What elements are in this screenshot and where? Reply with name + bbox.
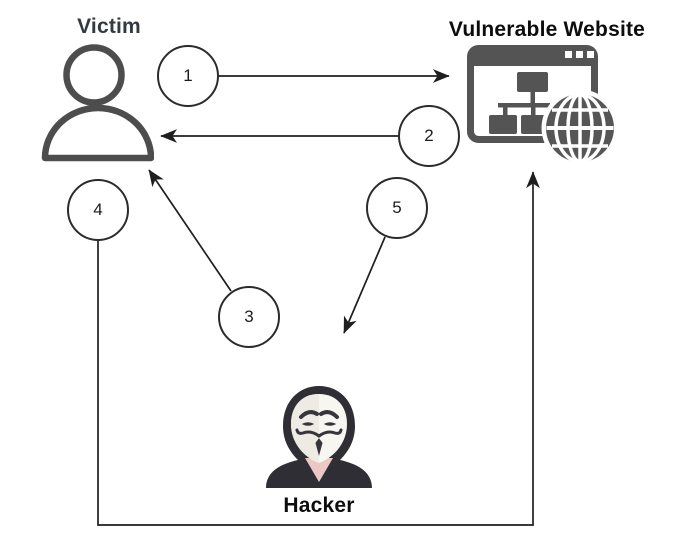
browser-window-globe-icon [467, 45, 619, 167]
hacker-label: Hacker [283, 494, 355, 517]
step-circle-4: 4 [67, 179, 129, 241]
step-circle-2: 2 [398, 105, 460, 167]
step-circle-3: 3 [218, 286, 280, 348]
hacker-mask-features [295, 410, 343, 456]
anonymous-hacker-mask-icon [266, 386, 372, 488]
arrow-step-4 [97, 171, 540, 526]
victim-label: Victim [77, 15, 141, 38]
step-circle-5: 5 [366, 177, 428, 239]
arrow-step-3 [148, 169, 232, 292]
sitemap-icon [489, 72, 550, 134]
globe-icon [541, 89, 619, 167]
person-icon [41, 44, 154, 162]
arrow-step-5 [343, 236, 386, 334]
vulnerable-website-label: Vulnerable Website [448, 18, 646, 41]
step-circle-1: 1 [157, 45, 219, 107]
hacker-collar [305, 458, 333, 482]
